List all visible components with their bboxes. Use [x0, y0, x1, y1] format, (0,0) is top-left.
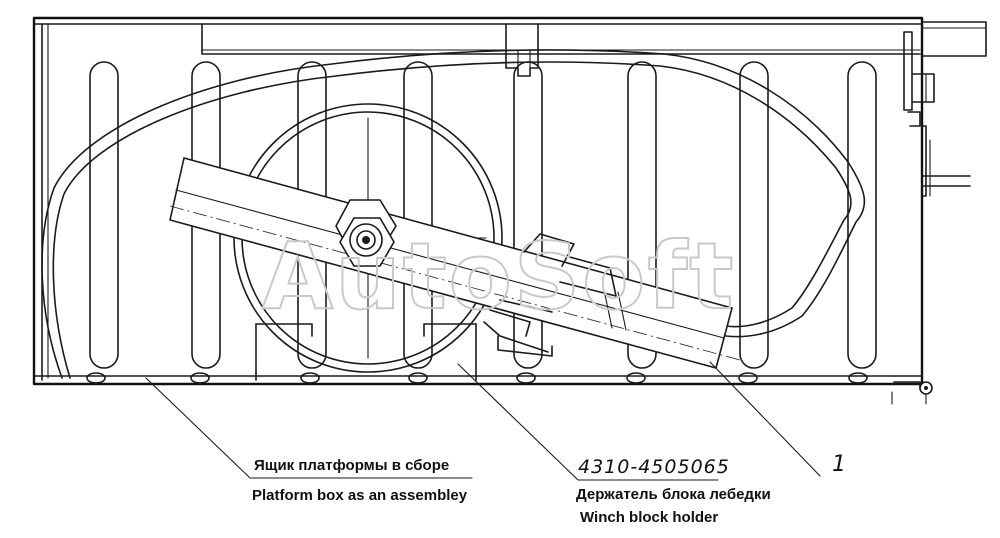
stamped-ribs	[89, 61, 877, 369]
label-winch-holder-en: Winch block holder	[580, 509, 719, 526]
label-platform-box-ru: Ящик платформы в сборе	[254, 457, 450, 474]
watermark-text: AutoSoft	[262, 223, 735, 330]
winch-cable-loop	[41, 49, 866, 379]
label-winch-holder-ru: Держатель блока лебедки	[576, 486, 771, 503]
holder-arm	[169, 157, 741, 369]
leader-lines	[145, 361, 821, 481]
hex-nut-assembly	[335, 199, 397, 267]
callout-number: 1	[832, 452, 846, 477]
bottom-fasteners	[86, 372, 868, 384]
lower-mounting-block	[255, 323, 477, 381]
label-part-number: 4310-4505065	[578, 456, 730, 478]
label-platform-box-en: Platform box as an assembley	[252, 487, 468, 504]
right-side-bracket	[891, 21, 987, 405]
